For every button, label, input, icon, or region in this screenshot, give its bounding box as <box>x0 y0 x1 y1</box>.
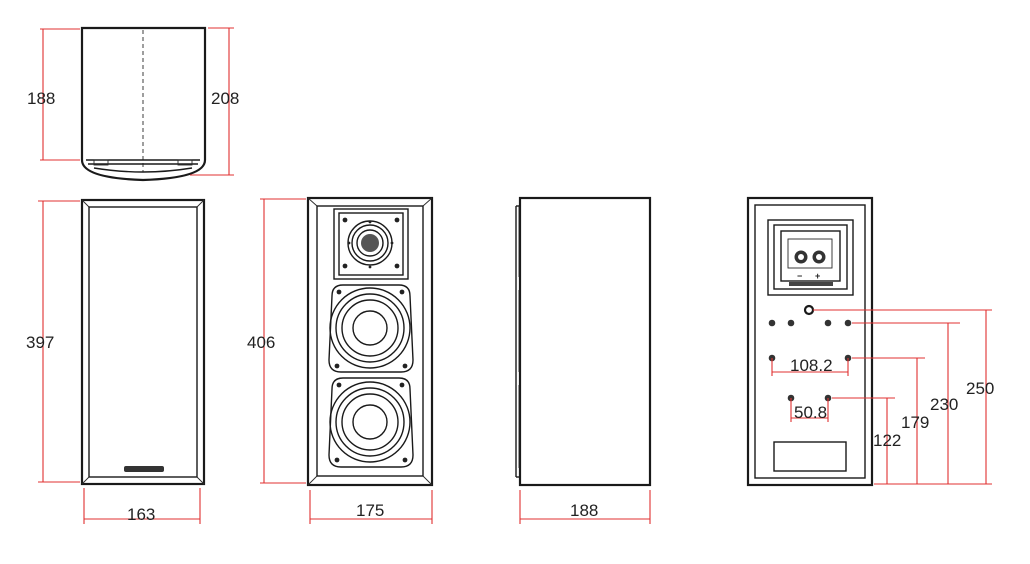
terminal-plate-logo <box>789 282 833 286</box>
side-view: 188 <box>515 196 652 524</box>
dim-front-height: 406 <box>247 333 275 352</box>
woofer-upper <box>328 284 414 373</box>
mounting-holes <box>768 304 852 402</box>
dim-top-depth: 188 <box>27 89 55 108</box>
rear-label-area <box>773 441 847 472</box>
terminal-plus-symbol: + <box>815 271 820 281</box>
woofer-lower <box>328 377 414 468</box>
dim-height-122: 122 <box>873 431 901 450</box>
dim-grille-width: 163 <box>127 505 155 524</box>
terminal-plate: − + <box>767 219 854 296</box>
grille-view: 397 163 <box>26 198 206 524</box>
terminal-minus-symbol: − <box>797 271 802 281</box>
back-view: − + 108.2 <box>746 196 994 487</box>
dim-height-179: 179 <box>901 413 929 432</box>
dim-side-depth: 188 <box>570 501 598 520</box>
tweeter <box>333 208 409 280</box>
dim-grille-height: 397 <box>26 333 54 352</box>
dim-top-depth-total: 208 <box>211 89 239 108</box>
top-view: 188 208 <box>27 26 239 182</box>
dim-front-width: 175 <box>356 501 384 520</box>
grille-logo-badge <box>124 466 164 472</box>
dim-height-230: 230 <box>930 395 958 414</box>
dim-hole-spacing-narrow: 50.8 <box>794 403 827 422</box>
dim-hole-spacing-wide: 108.2 <box>790 356 833 375</box>
dim-height-250: 250 <box>966 379 994 398</box>
front-view: 406 175 <box>247 196 434 524</box>
